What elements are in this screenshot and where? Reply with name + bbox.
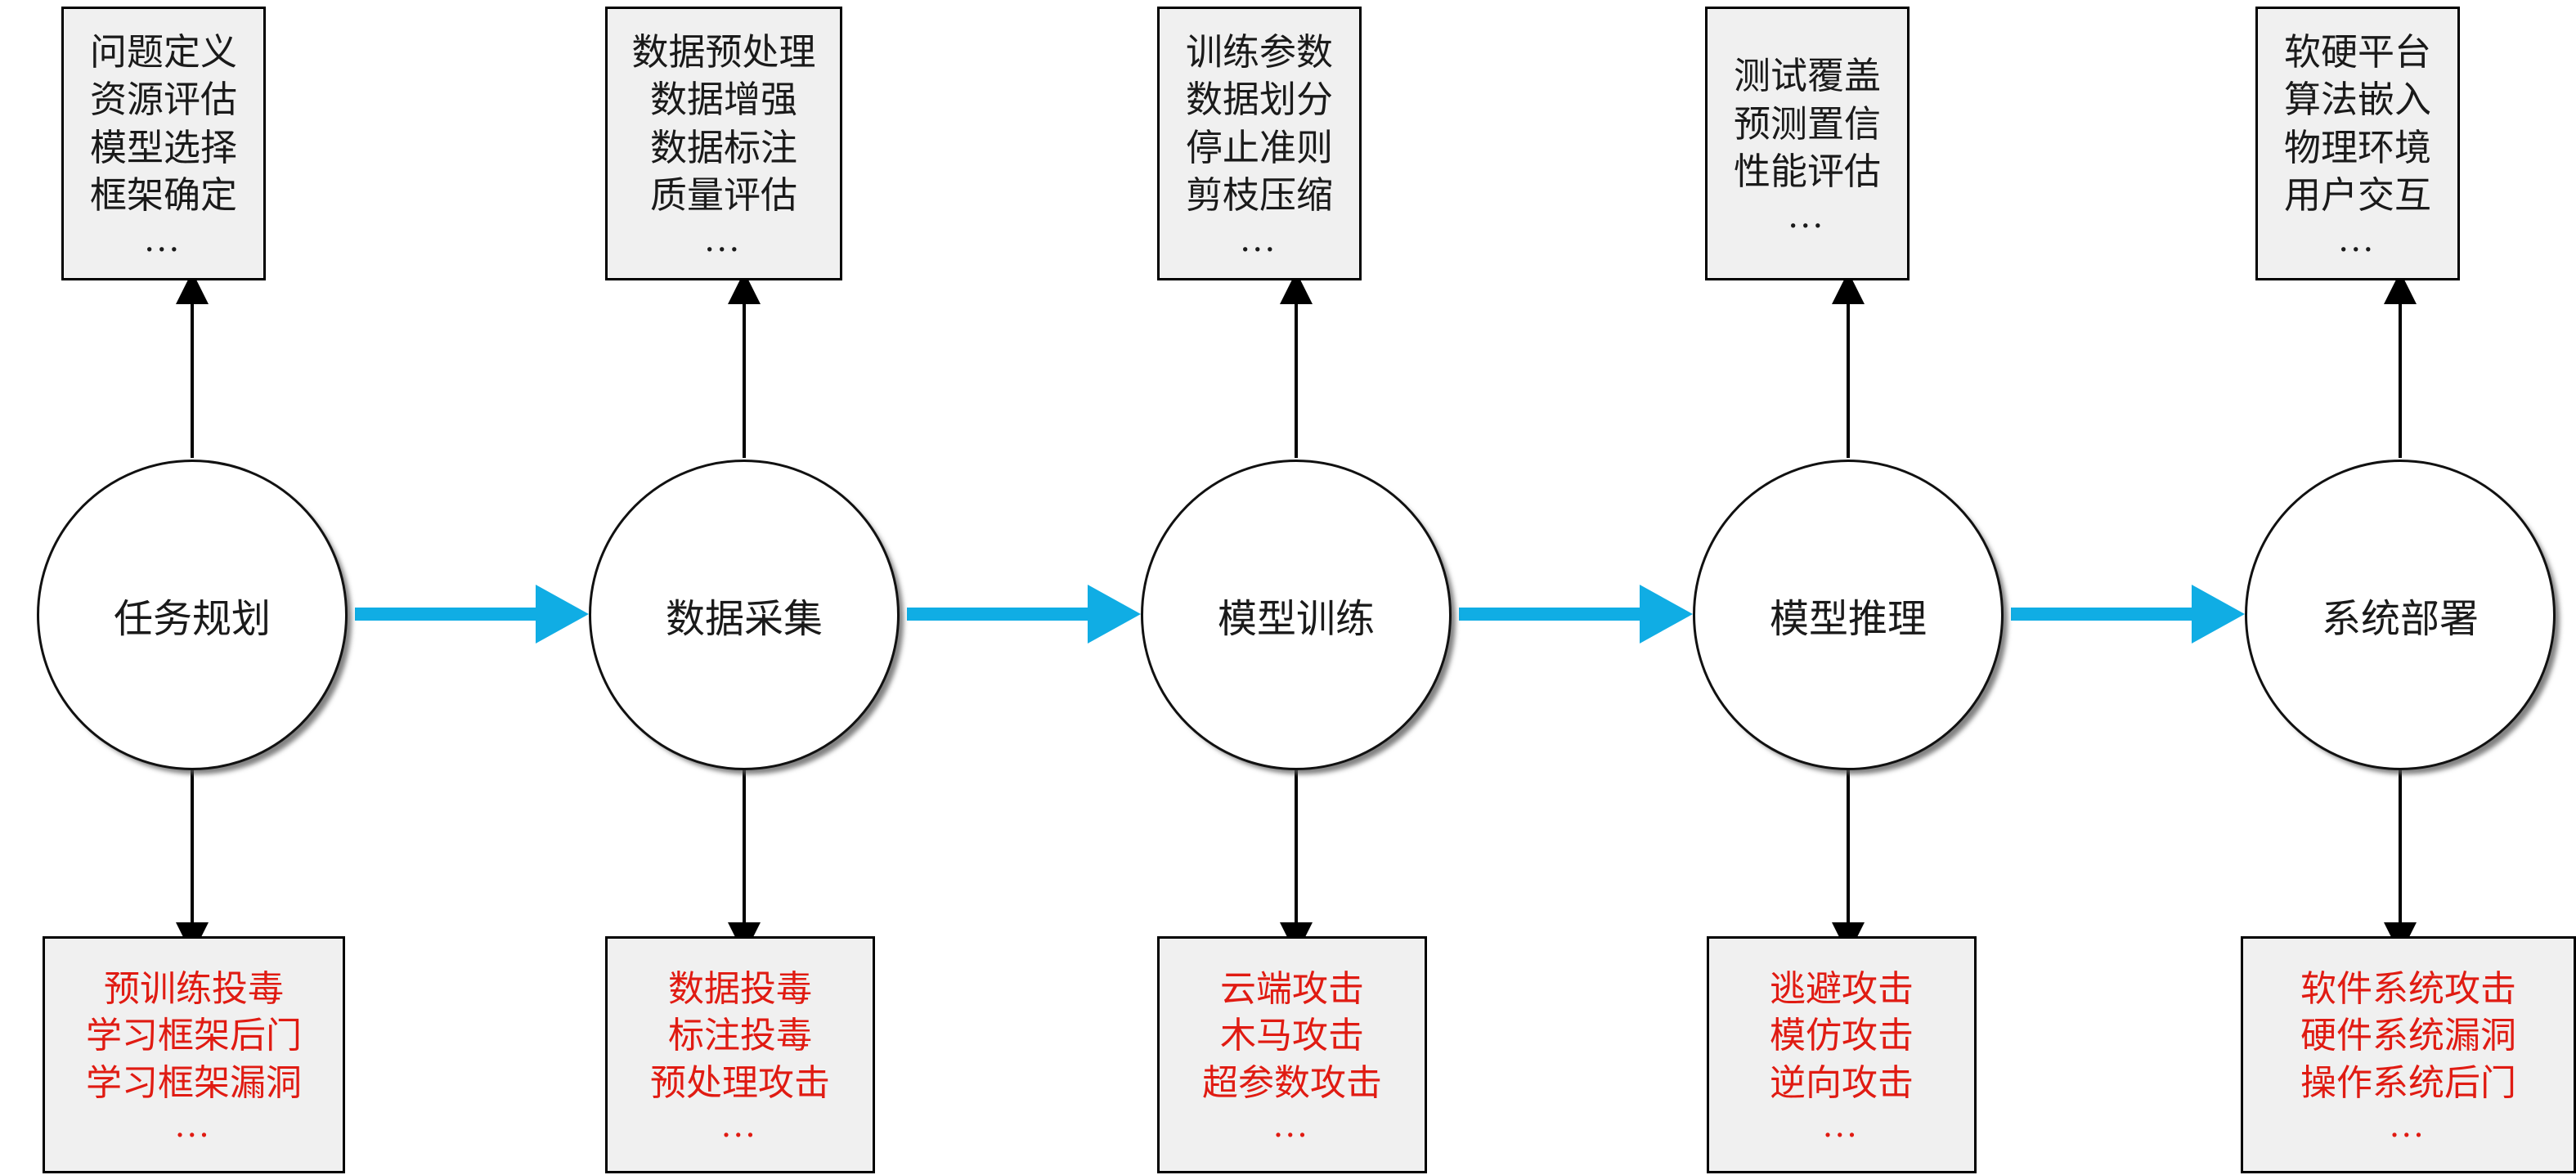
attack-item: 软件系统攻击 (2300, 969, 2516, 1010)
attack-item: 学习框架后门 (86, 1016, 302, 1056)
flow-arrow-2 (907, 585, 1141, 644)
attack-item: 逆向攻击 (1770, 1062, 1914, 1103)
task-item: 数据标注 (649, 127, 797, 168)
flow-arrow-3 (1459, 585, 1693, 644)
ellipsis: … (143, 218, 184, 259)
ellipsis: … (703, 218, 744, 259)
stage-circle-model-inference[interactable]: 模型推理 (1693, 460, 2004, 770)
task-item: 剪枝压缩 (1185, 175, 1333, 217)
attack-box-system-deployment: 软件系统攻击 硬件系统漏洞 操作系统后门 … (2241, 936, 2576, 1173)
attack-box-task-planning: 预训练投毒 学习框架后门 学习框架漏洞 … (43, 936, 345, 1173)
stage-circle-label: 系统部署 (2321, 598, 2479, 641)
task-item: 用户交互 (2283, 175, 2431, 217)
stage-circle-task-planning[interactable]: 任务规划 (37, 460, 348, 770)
task-box-model-inference: 测试覆盖 预测置信 性能评估 … (1705, 7, 1910, 280)
ellipsis: … (720, 1104, 761, 1145)
attack-item: 硬件系统漏洞 (2300, 1016, 2516, 1056)
ellipsis: … (1821, 1104, 1862, 1145)
ellipsis: … (2337, 218, 2378, 259)
stage-circle-label: 模型推理 (1769, 598, 1927, 641)
stage-circle-model-training[interactable]: 模型训练 (1141, 460, 1452, 770)
task-item: 问题定义 (89, 31, 237, 73)
attack-connector-group (176, 769, 2417, 955)
task-item: 算法嵌入 (2283, 79, 2431, 121)
ellipsis: … (1272, 1104, 1313, 1145)
task-item: 资源评估 (89, 79, 237, 121)
task-item: 训练参数 (1185, 31, 1333, 73)
attack-item: 学习框架漏洞 (86, 1062, 302, 1103)
task-box-system-deployment: 软硬平台 算法嵌入 物理环境 用户交互 … (2255, 7, 2460, 280)
stage-circle-label: 任务规划 (113, 598, 271, 641)
attack-item: 预训练投毒 (104, 969, 284, 1010)
attack-box-model-training: 云端攻击 木马攻击 超参数攻击 … (1157, 936, 1427, 1173)
stage-circle-label: 模型训练 (1217, 598, 1375, 641)
task-item: 测试覆盖 (1733, 56, 1881, 97)
attack-box-model-inference: 逃避攻击 模仿攻击 逆向攻击 … (1707, 936, 1977, 1173)
ellipsis: … (173, 1104, 214, 1145)
task-item: 模型选择 (89, 127, 237, 168)
attack-item: 数据投毒 (668, 969, 812, 1010)
ellipsis: … (2388, 1104, 2429, 1145)
attack-box-data-collection: 数据投毒 标注投毒 预处理攻击 … (605, 936, 875, 1173)
task-item: 数据增强 (649, 79, 797, 121)
stage-circle-system-deployment[interactable]: 系统部署 (2245, 460, 2556, 770)
task-item: 停止准则 (1185, 127, 1333, 168)
attack-item: 模仿攻击 (1770, 1016, 1914, 1056)
task-item: 数据预处理 (631, 31, 816, 73)
stage-circle-label: 数据采集 (665, 598, 823, 641)
attack-item: 云端攻击 (1220, 969, 1364, 1010)
attack-item: 预处理攻击 (650, 1062, 830, 1103)
task-box-model-training: 训练参数 数据划分 停止准则 剪枝压缩 … (1157, 7, 1362, 280)
attack-item: 超参数攻击 (1202, 1062, 1382, 1103)
attack-item: 逃避攻击 (1770, 969, 1914, 1010)
flow-arrow-4 (2011, 585, 2245, 644)
task-item: 性能评估 (1733, 151, 1881, 193)
task-connector-group (176, 271, 2417, 458)
task-item: 物理环境 (2283, 127, 2431, 168)
task-box-data-collection: 数据预处理 数据增强 数据标注 质量评估 … (605, 7, 842, 280)
attack-item: 标注投毒 (668, 1016, 812, 1056)
task-item: 预测置信 (1733, 103, 1881, 145)
task-item: 质量评估 (649, 175, 797, 217)
ellipsis: … (1787, 194, 1828, 235)
attack-item: 木马攻击 (1220, 1016, 1364, 1056)
stage-circle-data-collection[interactable]: 数据采集 (589, 460, 900, 770)
task-item: 数据划分 (1185, 79, 1333, 121)
task-item: 软硬平台 (2283, 31, 2431, 73)
task-item: 框架确定 (89, 175, 237, 217)
task-box-task-planning: 问题定义 资源评估 模型选择 框架确定 … (61, 7, 266, 280)
attack-item: 操作系统后门 (2300, 1062, 2516, 1103)
ellipsis: … (1239, 218, 1280, 259)
flow-arrow-1 (355, 585, 589, 644)
